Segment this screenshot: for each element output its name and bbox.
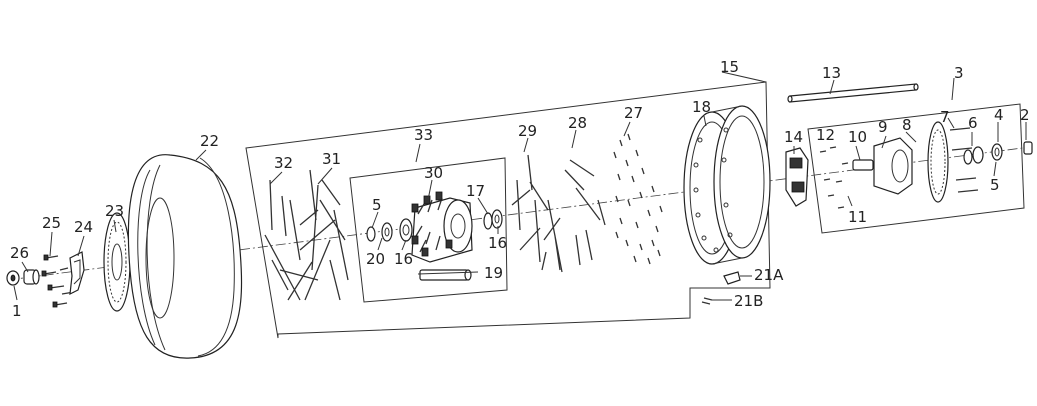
spacer-part-19 bbox=[419, 269, 472, 281]
label-31: 31 bbox=[322, 150, 341, 168]
collar-part-26 bbox=[23, 269, 40, 285]
frame-33-outline bbox=[349, 157, 508, 303]
label-24: 24 bbox=[74, 218, 93, 236]
label-5-right: 5 bbox=[990, 176, 1000, 194]
bracket-part-24 bbox=[69, 251, 85, 296]
label-13: 13 bbox=[822, 64, 841, 82]
bolts-part-25 bbox=[41, 254, 75, 308]
spoke-nipples-part-27 bbox=[613, 133, 663, 265]
label-3: 3 bbox=[954, 64, 964, 82]
label-18: 18 bbox=[692, 98, 711, 116]
frame-3-outline bbox=[807, 103, 1025, 234]
label-16-left: 16 bbox=[394, 250, 413, 268]
washers-left bbox=[366, 218, 413, 242]
label-17: 17 bbox=[466, 182, 485, 200]
label-28: 28 bbox=[568, 114, 587, 132]
tire-part-22 bbox=[127, 154, 243, 359]
label-14: 14 bbox=[784, 128, 803, 146]
brake-disc-part-23 bbox=[103, 212, 131, 312]
hub-part-30 bbox=[411, 191, 473, 263]
axle-nut-part bbox=[6, 270, 20, 286]
label-21a: 21A bbox=[754, 266, 784, 284]
label-19: 19 bbox=[484, 264, 503, 282]
label-30: 30 bbox=[424, 164, 443, 182]
valve-part-21 bbox=[701, 271, 741, 305]
label-23: 23 bbox=[105, 202, 124, 220]
label-4: 4 bbox=[994, 106, 1004, 124]
callout-labels: 1 26 25 24 23 22 32 31 33 30 5 20 16 17 … bbox=[10, 58, 1030, 320]
label-27: 27 bbox=[624, 104, 643, 122]
label-15: 15 bbox=[720, 58, 739, 76]
part-14 bbox=[785, 147, 809, 207]
label-32: 32 bbox=[274, 154, 293, 172]
right-hub-parts bbox=[819, 121, 1033, 209]
label-16-right: 16 bbox=[488, 234, 507, 252]
label-8: 8 bbox=[902, 116, 912, 134]
bearings-part-17 bbox=[483, 209, 503, 230]
label-20: 20 bbox=[366, 250, 385, 268]
label-7: 7 bbox=[940, 108, 950, 126]
label-9: 9 bbox=[878, 118, 888, 136]
label-25: 25 bbox=[42, 214, 61, 232]
leader-lines bbox=[13, 71, 1027, 301]
axle-part-13 bbox=[787, 83, 919, 103]
label-21b: 21B bbox=[734, 292, 763, 310]
label-1: 1 bbox=[12, 302, 22, 320]
label-29: 29 bbox=[518, 122, 537, 140]
label-33: 33 bbox=[414, 126, 433, 144]
rim-part-18 bbox=[683, 105, 771, 265]
label-6: 6 bbox=[968, 114, 978, 132]
frame-15-outline bbox=[245, 81, 771, 339]
label-5-left: 5 bbox=[372, 196, 382, 214]
label-11: 11 bbox=[848, 208, 867, 226]
label-22: 22 bbox=[200, 132, 219, 150]
label-2: 2 bbox=[1020, 106, 1030, 124]
spokes-part-31-32 bbox=[264, 169, 349, 301]
label-10: 10 bbox=[848, 128, 867, 146]
label-26: 26 bbox=[10, 244, 29, 262]
label-12: 12 bbox=[816, 126, 835, 144]
spokes-part-28-29 bbox=[511, 154, 606, 273]
